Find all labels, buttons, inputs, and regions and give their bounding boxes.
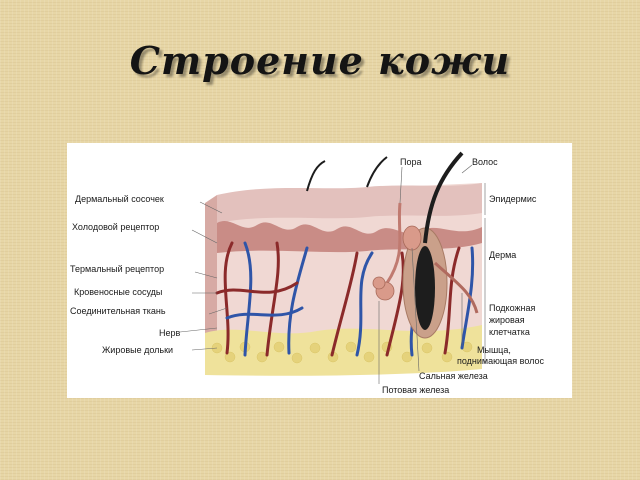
label-epidermis: Эпидермис bbox=[489, 194, 537, 204]
label-fat-lobules: Жировые дольки bbox=[102, 345, 173, 355]
label-nerve: Нерв bbox=[159, 328, 181, 338]
label-sebaceous-gland: Сальная железа bbox=[419, 371, 488, 381]
label-connective-tissue: Соединительная ткань bbox=[70, 306, 166, 316]
hair-strand bbox=[366, 156, 388, 188]
label-subcutaneous-1: Подкожная bbox=[489, 303, 535, 313]
label-blood-vessels: Кровеносные сосуды bbox=[74, 287, 162, 297]
sweat-gland-drawing bbox=[372, 202, 402, 301]
label-cold-receptor: Холодовой рецептор bbox=[72, 222, 159, 232]
label-arrector-muscle-1: Мышца, bbox=[477, 345, 511, 355]
label-dermis: Дерма bbox=[489, 250, 516, 260]
label-arrector-muscle-2: поднимающая волос bbox=[457, 356, 545, 366]
hair-follicle bbox=[402, 151, 479, 339]
label-sweat-gland: Потовая железа bbox=[382, 385, 449, 395]
label-pore: Пора bbox=[400, 157, 422, 167]
skin-structure-diagram: Пора Волос Дермальный сосочек Эпидермис … bbox=[67, 143, 572, 398]
label-thermal-receptor: Термальный рецептор bbox=[70, 264, 164, 274]
label-subcutaneous-2: жировая bbox=[489, 315, 525, 325]
label-dermal-papilla: Дермальный сосочек bbox=[75, 194, 164, 204]
epidermis-layer bbox=[217, 183, 482, 223]
pointer-lines bbox=[179, 164, 486, 384]
label-hair: Волос bbox=[472, 157, 498, 167]
front-face bbox=[205, 195, 217, 361]
slide-title: Строение кожи bbox=[129, 38, 511, 83]
blood-vessels-drawing bbox=[215, 241, 475, 357]
label-subcutaneous-3: клетчатка bbox=[489, 327, 530, 337]
hair-strand bbox=[306, 160, 326, 192]
